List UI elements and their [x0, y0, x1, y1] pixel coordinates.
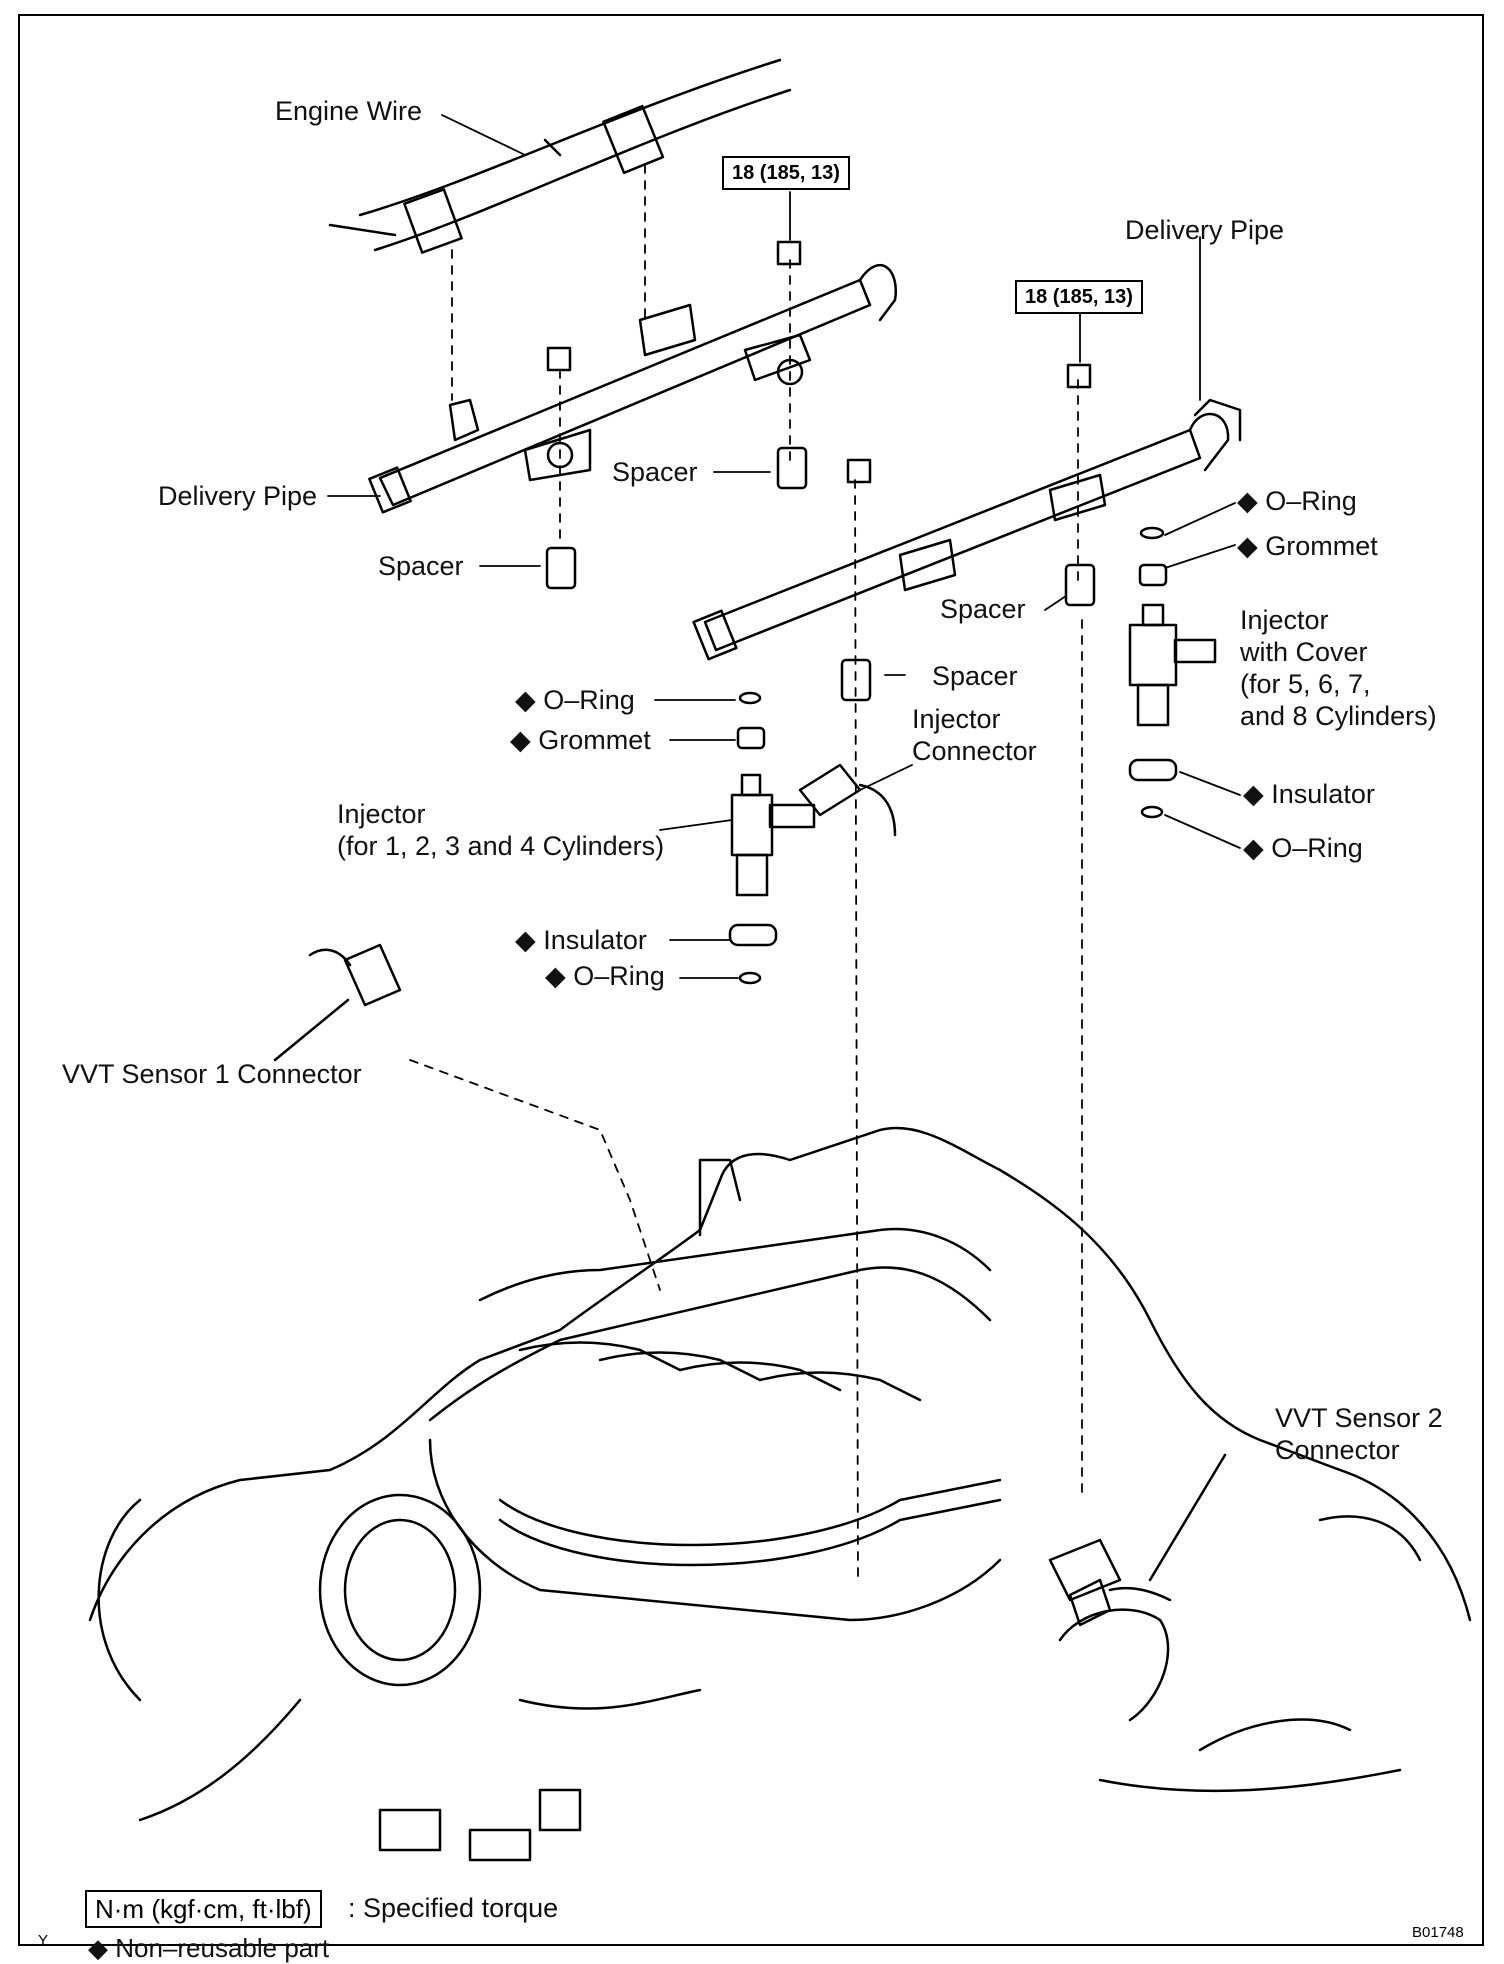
o-ring-label-3: ◆ O–Ring	[1243, 833, 1363, 863]
spacer-label-2: Spacer	[378, 551, 464, 581]
vvt-sensor-2-label-2: Connector	[1275, 1435, 1400, 1465]
corner-mark-left: Y	[38, 1932, 49, 1949]
vvt-sensor-1-label: VVT Sensor 1 Connector	[62, 1059, 362, 1089]
injector-cover-label-1: Injector	[1240, 605, 1329, 635]
vvt-sensor-2-label-1: VVT Sensor 2	[1275, 1403, 1443, 1433]
injector-cover-label-2: with Cover	[1240, 637, 1368, 667]
leader-lines	[327, 114, 1241, 979]
spacer-label-3: Spacer	[940, 594, 1026, 624]
legend-torque-unit: N·m (kgf·cm, ft·lbf)	[85, 1890, 322, 1928]
delivery-pipe-left-label: Delivery Pipe	[158, 481, 318, 511]
legend-nonreusable: ◆ Non–reusable part	[88, 1933, 330, 1963]
grommet-label-2: ◆ Grommet	[510, 725, 651, 755]
injector-label-2: (for 1, 2, 3 and 4 Cylinders)	[337, 831, 665, 861]
engine-wire-label: Engine Wire	[275, 96, 423, 126]
delivery-pipe-left	[368, 264, 898, 514]
intake-manifold	[88, 1126, 1472, 1862]
insulator-label-1: ◆ Insulator	[1243, 779, 1375, 809]
legend-torque-desc: : Specified torque	[348, 1893, 559, 1923]
delivery-pipe-right-label: Delivery Pipe	[1125, 215, 1285, 245]
figure-code: B01748	[1412, 1924, 1464, 1941]
bolts	[546, 240, 1092, 484]
vvt-sensor-1-connector	[273, 943, 402, 1062]
o-ring-label-4: ◆ O–Ring	[545, 961, 665, 991]
injector-connector-label-1: Injector	[912, 704, 1001, 734]
injector-cover-label-4: and 8 Cylinders)	[1240, 701, 1437, 731]
spacers	[545, 446, 1096, 702]
engine-wire	[328, 58, 792, 254]
o-ring-label-1: ◆ O–Ring	[1237, 486, 1357, 516]
injector-left	[728, 691, 897, 985]
spacer-label-1: Spacer	[612, 457, 698, 487]
injector-connector-label-2: Connector	[912, 736, 1037, 766]
grommet-label-1: ◆ Grommet	[1237, 531, 1378, 561]
torque-spec-2: 18 (185, 13)	[1015, 280, 1143, 314]
spacer-label-4: Spacer	[932, 661, 1018, 691]
diagram-frame	[18, 14, 1484, 1946]
insulator-label-2: ◆ Insulator	[515, 925, 647, 955]
delivery-pipe-right	[692, 398, 1242, 661]
injector-label-1: Injector	[337, 799, 426, 829]
torque-spec-1: 18 (185, 13)	[722, 156, 850, 190]
injector-with-cover	[1128, 526, 1217, 819]
o-ring-label-2: ◆ O–Ring	[515, 685, 635, 715]
injector-cover-label-3: (for 5, 6, 7,	[1240, 669, 1371, 699]
vvt-sensor-2-connector	[1068, 1453, 1227, 1627]
